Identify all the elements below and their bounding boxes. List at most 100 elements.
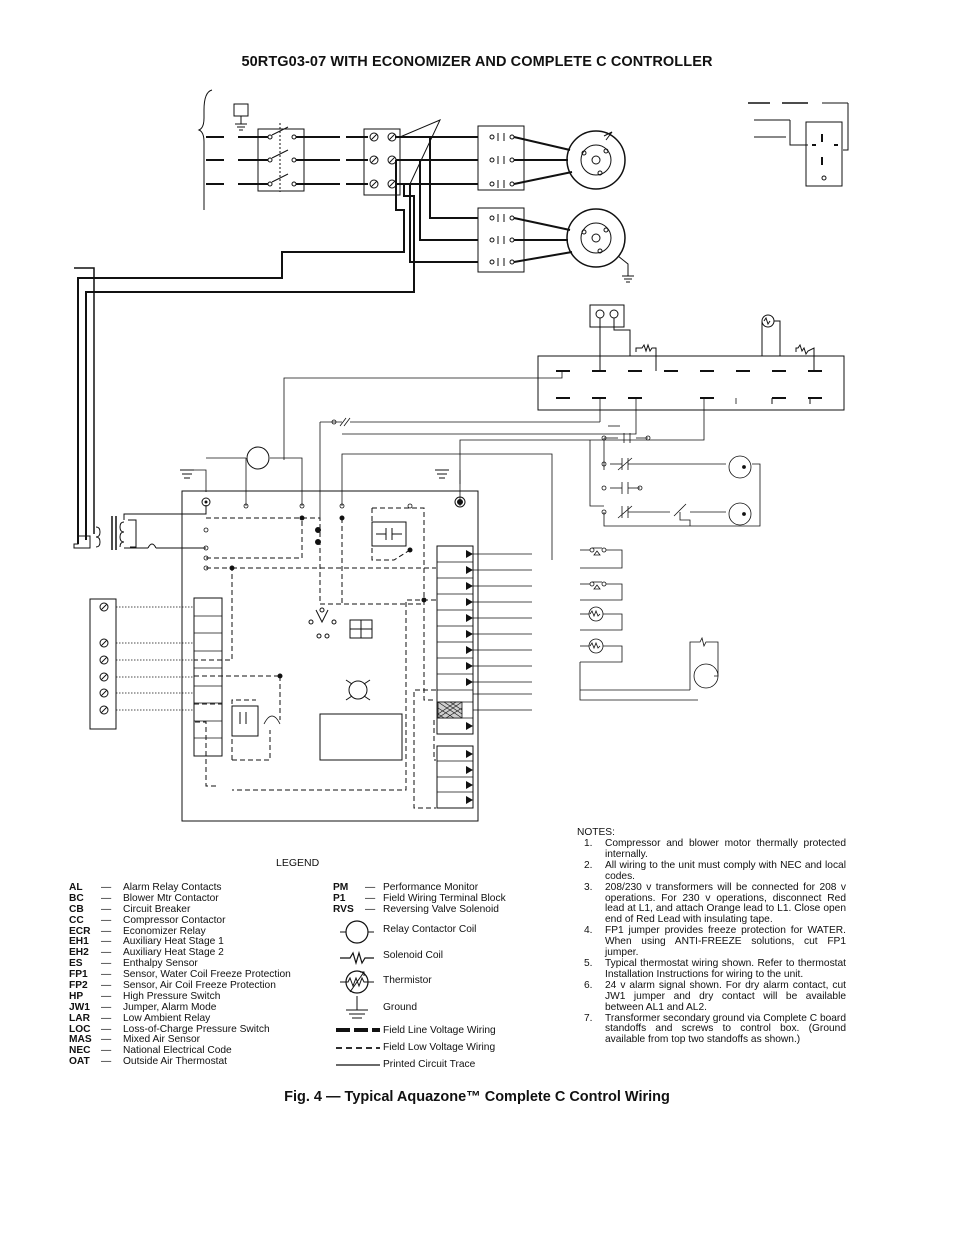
solenoid-coil-icon: [340, 950, 374, 966]
note-text: Typical thermostat wiring shown. Refer t…: [605, 957, 846, 980]
abbr-text: Loss-of-Charge Pressure Switch: [123, 1023, 270, 1035]
abbr-code: JW1: [69, 1001, 90, 1013]
symbol-label-thermistor: Thermistor: [383, 975, 432, 986]
legend-row: CB—Circuit Breaker: [69, 903, 291, 916]
notes-heading: NOTES:: [577, 827, 615, 838]
legend-row: LOC — Loss-of-Charge Pressure Switch: [69, 1023, 291, 1036]
main-terminal-block: [346, 119, 442, 196]
abbr-text: Sensor, Water Coil Freeze Protection: [123, 969, 291, 981]
abbr-dash: —: [101, 1056, 112, 1068]
note-number: 6.: [584, 979, 593, 991]
abbr-dash: —: [101, 914, 112, 926]
abbr-text: Low Ambient Relay: [123, 1012, 211, 1024]
abbr-code: LAR: [69, 1012, 90, 1024]
abbr-text: Outside Air Thermostat: [123, 1056, 227, 1068]
abbr-dash: —: [101, 1045, 112, 1057]
abbr-text: Circuit Breaker: [123, 903, 191, 915]
power-supply: [197, 89, 249, 210]
abbr-code: NEC: [69, 1045, 91, 1057]
blower-motor: [566, 208, 634, 283]
abbr-dash: —: [101, 1012, 112, 1024]
symbol-label-field-low-voltage: Field Low Voltage Wiring: [383, 1042, 496, 1053]
note-number: 1.: [584, 838, 593, 849]
abbr-code: CB: [69, 903, 84, 915]
abbr-dash: —: [101, 947, 112, 959]
symbol-label-printed-circuit: Printed Circuit Trace: [383, 1059, 476, 1070]
legend-symbols: [336, 920, 380, 1066]
abbr-text: Alarm Relay Contacts: [123, 882, 222, 893]
abbr-text: Economizer Relay: [123, 925, 206, 937]
abbr-dash: —: [101, 1034, 112, 1046]
legend-row: MAS—Mixed Air Sensor: [69, 1035, 291, 1046]
abbr-text: Jumper, Alarm Mode: [123, 1001, 217, 1013]
notes-list: 1.Compressor and blower motor thermally …: [584, 838, 846, 1047]
abbr-dash: —: [101, 969, 112, 981]
ground-icon: [346, 996, 368, 1019]
abbr-text: National Electrical Code: [123, 1045, 232, 1057]
legend-row: EH1—Auxiliary Heat Stage 1: [69, 937, 291, 948]
legend-row: BC — Blower Mtr Contactor: [69, 892, 291, 905]
legend-row: ECR—Economizer Relay: [69, 925, 291, 938]
abbr-code: AL: [69, 882, 83, 893]
abbr-code: ECR: [69, 925, 91, 937]
control-transformer: [73, 505, 207, 550]
legend-row: HP—High Pressure Switch: [69, 990, 291, 1003]
legend-row: P1—Field Wiring Terminal Block: [333, 892, 506, 905]
legend-row: CC—Compressor Contactor: [69, 914, 291, 927]
legend-row: PM—Performance Monitor: [333, 882, 506, 894]
legend-row: EH2 — Auxiliary Heat Stage 2: [69, 947, 291, 959]
abbr-dash: —: [365, 882, 376, 893]
note-number: 7.: [584, 1012, 593, 1024]
abbr-code: BC: [69, 892, 84, 904]
economizer-control-wiring: [283, 371, 761, 560]
abbr-dash: —: [101, 892, 112, 904]
legend-row: ES — Enthalpy Sensor: [69, 958, 291, 970]
note-number: 4.: [584, 925, 593, 937]
abbr-dash: —: [101, 990, 112, 1002]
note-number: 2.: [584, 859, 593, 871]
complete-c-control-board: [180, 446, 479, 822]
economizer-terminal-strip: [537, 304, 845, 411]
abbr-code: MAS: [69, 1034, 92, 1046]
blower-contactor-bc: [477, 207, 573, 273]
legend-row: LAR — Low Ambient Relay: [69, 1012, 291, 1025]
abbr-dash: —: [101, 958, 112, 970]
abbr-text: Reversing Valve Solenoid: [383, 903, 499, 915]
thermistor-icon: [340, 970, 374, 994]
abbr-code: ES: [69, 958, 83, 970]
abbr-text: Enthalpy Sensor: [123, 958, 198, 970]
abbr-dash: —: [101, 936, 112, 948]
abbr-dash: —: [101, 1023, 112, 1035]
note-item: 7. Transformer secondary ground via Compl…: [584, 1012, 846, 1047]
circuit-breaker-cb: [238, 123, 340, 192]
abbr-code: FP1: [69, 969, 88, 981]
legend-row: RVS—Reversing Valve Solenoid: [333, 903, 506, 916]
relay-contactor-coil-icon: [340, 920, 374, 944]
legend-row: NEC — National Electrical Code: [69, 1045, 291, 1057]
abbr-code: FP2: [69, 980, 88, 992]
abbr-code: LOC: [69, 1023, 91, 1035]
note-number: 3.: [584, 881, 593, 893]
abbr-code: PM: [333, 882, 349, 893]
abbr-code: CC: [69, 914, 84, 926]
note-item: 5.Typical thermostat wiring shown. Refer…: [584, 957, 846, 981]
abbr-text: Auxiliary Heat Stage 2: [123, 947, 224, 959]
note-text: All wiring to the unit must comply with …: [605, 859, 846, 882]
note-text: Transformer secondary ground via Complet…: [605, 1012, 846, 1046]
symbol-label-relay-coil: Relay Contactor Coil: [383, 924, 477, 935]
abbr-dash: —: [101, 882, 112, 893]
legend-row: JW1—Jumper, Alarm Mode: [69, 1001, 291, 1014]
figure-caption: Fig. 4 — Typical Aquazone™ Complete C Co…: [284, 1089, 670, 1105]
abbr-text: High Pressure Switch: [123, 990, 221, 1002]
note-text: FP1 jumper provides freeze protection fo…: [605, 925, 846, 959]
note-text: 24 v alarm signal shown. For dry alarm c…: [605, 979, 846, 1013]
abbr-text: Blower Mtr Contactor: [123, 892, 219, 904]
note-item: 1.Compressor and blower motor thermally …: [584, 838, 846, 861]
abbr-dash: —: [101, 980, 112, 992]
compressor-contactor-cc: [477, 125, 573, 191]
abbr-code: EH2: [69, 947, 89, 959]
convenience-receptacle: [748, 102, 849, 187]
abbr-dash: —: [365, 892, 376, 904]
abbr-text: Field Wiring Terminal Block: [383, 892, 506, 904]
